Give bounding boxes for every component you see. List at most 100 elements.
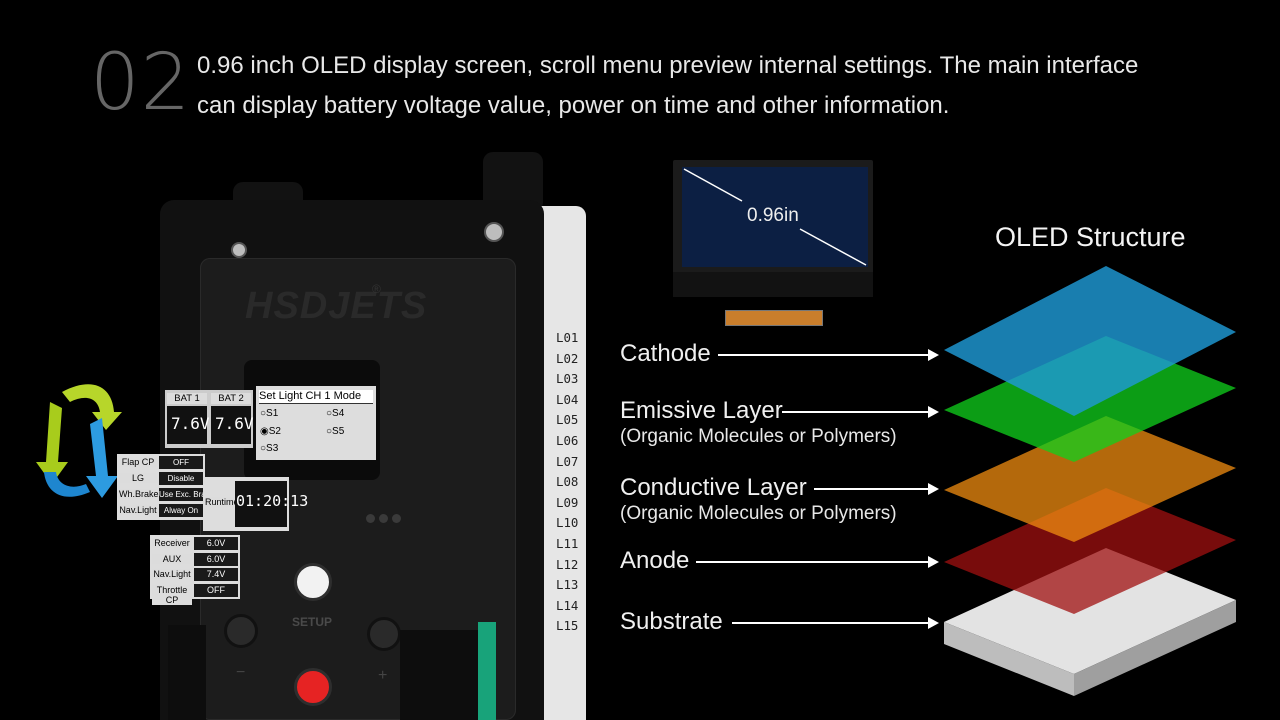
bottom-bracket-left [168, 625, 206, 720]
diagonal-measure-line [683, 168, 867, 266]
side-port-label: L02 [556, 350, 579, 366]
side-port-label: L06 [556, 432, 579, 448]
settings-row-value: Disable [159, 472, 203, 485]
runtime-label: Runtime [205, 497, 239, 507]
option-s4[interactable]: ○S4 [326, 408, 345, 419]
bat2-value: 7.6V [215, 414, 254, 433]
screen-title: Set Light CH 1 Mode [259, 390, 373, 404]
option-label: S1 [266, 408, 279, 419]
dot-icon [379, 514, 388, 523]
option-s5[interactable]: ○S5 [326, 426, 345, 437]
settings-row-label: Nav.Light [119, 505, 157, 515]
settings-row-label: LG [119, 473, 157, 483]
minus-button[interactable] [224, 614, 258, 648]
side-port-label: L07 [556, 453, 579, 469]
conductive-arrow-line [814, 488, 928, 490]
description-line-1: 0.96 inch OLED display screen, scroll me… [197, 52, 1139, 79]
minus-label: − [236, 664, 246, 681]
side-port-label: L14 [556, 597, 579, 613]
oled-screen [682, 167, 868, 267]
bat1-value: 7.6V [171, 414, 210, 433]
voltage-row-value: 6.0V [194, 552, 238, 566]
voltage-row-value: 7.4V [194, 568, 238, 581]
conductive-sublabel: (Organic Molecules or Polymers) [620, 503, 897, 524]
anode-arrow-line [696, 561, 928, 563]
cathode-arrow-line [718, 354, 928, 356]
oled-module-bottom [673, 272, 873, 297]
oled-flex-cable [725, 310, 823, 326]
option-s2[interactable]: ◉S2 [260, 426, 281, 437]
emissive-label: Emissive Layer [620, 397, 783, 424]
description-line-2: can display battery voltage value, power… [197, 92, 950, 119]
plus-button[interactable] [367, 617, 401, 651]
conductive-label: Conductive Layer [620, 474, 807, 501]
conductive-layer [944, 416, 1236, 542]
voltage-row-label: Throttle CP [152, 584, 192, 605]
runtime-value: 01:20:13 [236, 492, 309, 510]
device-oled-screen[interactable]: Set Light CH 1 Mode ○S1 ◉S2 ○S3 ○S4 ○S5 [256, 386, 376, 460]
voltage-row-value: OFF [194, 583, 238, 597]
rotate-arrows-icon [36, 384, 122, 498]
setup-label: SETUP [292, 615, 333, 629]
side-port-label: L10 [556, 515, 579, 531]
voltage-row-label: AUX [152, 553, 192, 564]
battery-callout: BAT 1 BAT 2 7.6V 7.6V [165, 390, 254, 448]
bat2-label: BAT 2 [211, 393, 251, 404]
option-label: S5 [332, 426, 345, 437]
settings-row-label: Wh.Brake [119, 489, 159, 499]
arrow-icon [928, 617, 939, 629]
brand-registered-mark: ® [372, 282, 381, 296]
power-button[interactable] [294, 668, 332, 706]
substrate-arrow-line [732, 622, 928, 624]
anode-label: Anode [620, 547, 690, 574]
runtime-callout: Runtime 01:20:13 [203, 477, 308, 531]
dot-icon [392, 514, 401, 523]
side-port-label: L01 [556, 330, 579, 345]
arrow-icon [928, 406, 939, 418]
arrow-icon [928, 349, 939, 361]
emissive-sublabel: (Organic Molecules or Polymers) [620, 426, 897, 447]
screw-icon [484, 222, 504, 242]
setup-button[interactable] [294, 563, 332, 601]
green-edge-strip [478, 622, 496, 720]
step-number: 02 [90, 38, 192, 128]
plus-label: + [378, 667, 388, 684]
voltage-row-label: Nav.Light [152, 569, 192, 579]
oled-size-label: 0.96in [747, 205, 799, 226]
side-port-label: L08 [556, 474, 579, 490]
structure-title: OLED Structure [995, 222, 1186, 252]
indicator-dots [366, 510, 405, 528]
voltage-row-value: 6.0V [194, 537, 238, 550]
side-port-label: L11 [556, 535, 579, 551]
side-port-label: L12 [556, 556, 579, 572]
settings-row-value: Use Exc. Brake [159, 488, 203, 501]
side-port-label: L05 [556, 412, 579, 428]
screw-icon [231, 242, 247, 258]
option-s3[interactable]: ○S3 [260, 443, 279, 454]
arrow-icon [928, 483, 939, 495]
oled-layer-stack [944, 266, 1236, 696]
settings-row-label: Flap CP [119, 457, 157, 467]
side-port-label: L03 [556, 371, 579, 387]
substrate-label: Substrate [620, 608, 723, 635]
voltage-row-label: Receiver [152, 538, 192, 548]
dot-icon [366, 514, 375, 523]
emissive-arrow-line [782, 411, 928, 413]
anode-layer [944, 488, 1236, 614]
option-s1[interactable]: ○S1 [260, 408, 279, 419]
side-port-label: L15 [556, 618, 579, 634]
option-label: S3 [266, 443, 279, 454]
bottom-bracket-right [400, 630, 480, 720]
cathode-label: Cathode [620, 340, 711, 367]
settings-row-value: OFF [159, 456, 203, 469]
